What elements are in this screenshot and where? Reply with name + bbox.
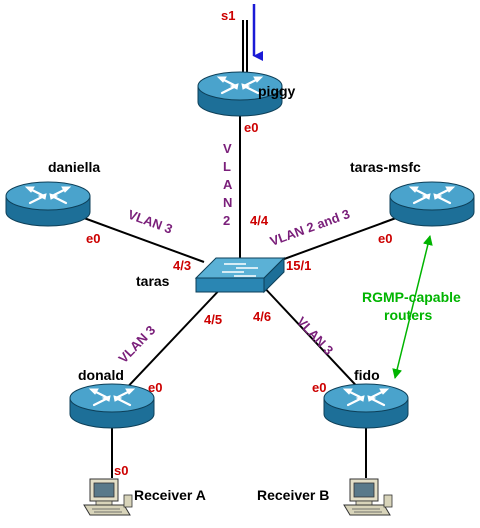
iface-msfc-e0: e0 (378, 231, 392, 246)
iface-fido-e0: e0 (312, 380, 326, 395)
iface-piggy-s1: s1 (221, 8, 235, 23)
label-donald: donald (78, 367, 124, 383)
port-4-6: 4/6 (253, 309, 271, 324)
label-taras-msfc: taras-msfc (350, 159, 421, 175)
switch-icon (194, 256, 286, 294)
link-daniella-taras (83, 217, 205, 263)
links (83, 20, 397, 478)
port-15-1: 15/1 (286, 258, 311, 273)
vlan-label-fido-link: VLAN 3 (294, 314, 337, 358)
rgmp-annotation-line2: routers (384, 307, 432, 323)
port-4-5: 4/5 (204, 312, 222, 327)
vlan-label-donald-link: VLAN 3 (115, 322, 158, 366)
vlan-letter: 2 (223, 213, 230, 228)
label-daniella: daniella (48, 159, 100, 175)
port-4-3: 4/3 (173, 258, 191, 273)
vlan-letter: L (223, 159, 231, 174)
router-taras-msfc[interactable] (388, 180, 476, 228)
vlan-letter: V (223, 141, 232, 156)
vlan-label-daniella-link: VLAN 3 (126, 207, 175, 237)
link-donald-taras (119, 282, 227, 396)
router-icon (4, 180, 92, 228)
iface-piggy-e0: e0 (244, 120, 258, 135)
link-msfc-taras (275, 217, 397, 263)
vlan-label-piggy-link: V L A N 2 (223, 141, 233, 228)
pc-icon (83, 478, 133, 516)
pc-receiver-a[interactable] (83, 478, 133, 516)
label-fido: fido (354, 367, 380, 383)
router-daniella[interactable] (4, 180, 92, 228)
label-receiver-b: Receiver B (257, 487, 329, 503)
rgmp-arrow (392, 235, 433, 379)
vlan-letter: N (223, 195, 232, 210)
label-receiver-a: Receiver A (134, 487, 206, 503)
vlan-label-msfc-link: VLAN 2 and 3 (268, 206, 352, 249)
vlan-letter: A (223, 177, 233, 192)
router-icon (322, 382, 410, 430)
switch-taras[interactable] (194, 256, 286, 294)
port-4-4: 4/4 (250, 213, 269, 228)
router-icon (68, 382, 156, 430)
router-fido[interactable] (322, 382, 410, 430)
label-taras: taras (136, 273, 170, 289)
router-donald[interactable] (68, 382, 156, 430)
pc-icon (343, 478, 393, 516)
label-piggy: piggy (258, 83, 296, 99)
rgmp-annotation-line1: RGMP-capable (362, 289, 461, 305)
link-fido-taras (259, 282, 366, 396)
iface-donald-e0: e0 (148, 380, 162, 395)
iface-daniella-e0: e0 (86, 231, 100, 246)
router-icon (388, 180, 476, 228)
pc-receiver-b[interactable] (343, 478, 393, 516)
iface-donald-s0: s0 (114, 463, 128, 478)
